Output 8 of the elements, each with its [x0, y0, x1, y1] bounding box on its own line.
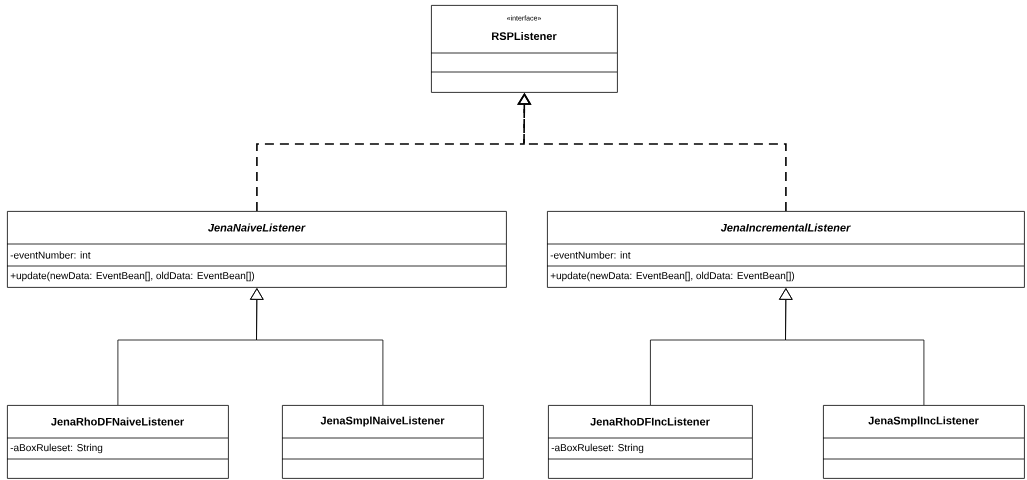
- class-box: JenaRhoDFNaiveListener -aBoxRuleset: String: [6, 405, 229, 479]
- inheritance-arrow: [250, 288, 384, 406]
- class-box: JenaSmplNaiveListener: [281, 405, 484, 479]
- class-box: JenaIncrementalListener -eventNumber: int +update(newData: EventBean[], oldData: EventBean[]): [546, 211, 1025, 288]
- class-box: JenaRhoDFIncListener -aBoxRuleset: String: [547, 405, 753, 479]
- class-box: JenaNaiveListener -eventNumber: int +update(newData: EventBean[], oldData: EventBean[]): [6, 211, 507, 288]
- class-box: JenaSmplIncListener: [822, 405, 1025, 479]
- inheritance-arrow: [779, 288, 925, 406]
